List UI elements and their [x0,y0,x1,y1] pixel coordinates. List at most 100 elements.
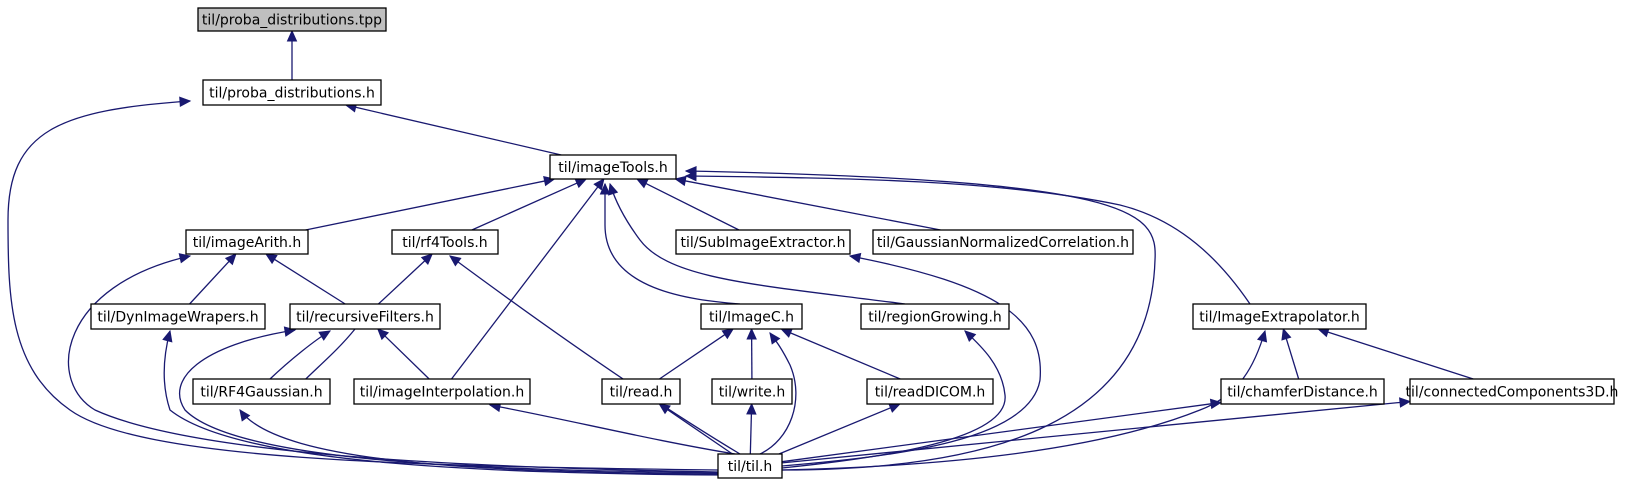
edge-line [749,412,753,455]
node-label: til/read.h [610,385,673,401]
node-box[interactable] [675,229,851,255]
node-readDICOM[interactable]: til/readDICOM.h [866,378,994,405]
node-dynWrapers[interactable]: til/DynImageWrapers.h [90,303,266,330]
edge-line [781,255,1042,467]
node-rf4Tools[interactable]: til/rf4Tools.h [391,229,499,255]
edge-arrowhead [599,182,611,195]
node-box[interactable] [391,229,499,255]
node-imageTools[interactable]: til/imageTools.h [549,154,677,180]
edge-imageTools-to-proba_h [344,102,562,156]
edge-line [789,331,901,380]
edge-arrowhead [286,29,298,42]
node-box[interactable] [711,378,793,405]
edge-til-to-subImage [781,252,1042,467]
node-rf4Gaussian[interactable]: til/RF4Gaussian.h [192,378,331,405]
node-imageExtrap[interactable]: til/ImageExtrapolator.h [1192,303,1367,330]
node-box[interactable] [90,303,266,330]
node-box[interactable] [197,7,387,32]
edge-imageInterp-to-imageTools [451,178,605,380]
edge-line [239,409,719,475]
edge-arrowhead [746,327,757,340]
edge-imageArith-to-imageTools [305,175,556,231]
edge-line [781,330,1006,469]
edge-line [1326,331,1474,380]
edge-til-to-connected [781,397,1412,464]
edge-imageExtrap-to-imageTools [684,170,1251,305]
edge-rf4Gaussian-to-recursive [269,330,332,380]
node-box[interactable] [1220,378,1385,405]
node-proba_tpp[interactable]: til/proba_distributions.tpp [197,7,387,32]
node-box[interactable] [601,378,681,405]
node-imageArith[interactable]: til/imageArith.h [185,229,309,255]
edge-line [377,259,426,305]
node-box[interactable] [289,303,441,330]
edge-connected-to-imageExtrap [1317,327,1474,380]
edge-arrowhead [674,175,687,187]
edge-readDICOM-to-imageC [780,328,901,380]
node-write[interactable]: til/write.h [711,378,793,405]
node-box[interactable] [185,229,309,255]
edge-til-to-rf4Gaussian [239,409,719,475]
edge-line [781,401,1402,464]
edge-arrowhead [780,328,793,338]
node-chamfer[interactable]: til/chamferDistance.h [1220,378,1385,405]
edge-til-to-rf4Tools [449,255,741,455]
node-box[interactable] [700,303,803,330]
edge-recursive-to-imageArith [264,253,346,305]
edge-gaussNorm-to-imageTools [674,175,941,231]
node-label: til/imageInterpolation.h [360,385,525,401]
edge-arrowhead [593,178,605,191]
edge-chamfer-to-imageExtrap [1281,327,1300,380]
node-box[interactable] [866,378,994,405]
node-box[interactable] [717,453,783,479]
node-box[interactable] [872,229,1134,255]
edge-arrowhead [635,178,649,189]
node-til[interactable]: til/til.h [717,453,783,479]
edge-arrowhead [239,409,251,422]
edges-layer [7,29,1474,476]
edge-line [666,408,733,455]
edge-arrowhead [318,330,332,341]
edge-arrowhead [162,329,173,343]
node-box[interactable] [860,303,1010,330]
edge-arrowhead [1399,397,1412,408]
edge-til-to-imageC [759,332,797,455]
edge-line [1285,337,1300,380]
edge-line [7,100,719,471]
node-box[interactable] [1192,303,1367,330]
node-box[interactable] [1409,378,1615,405]
edge-line [781,330,1266,471]
edge-arrowhead [964,330,977,343]
node-box[interactable] [549,154,677,180]
edge-arrowhead [376,328,390,341]
edge-til-to-write [746,402,757,455]
node-regionGrowing[interactable]: til/regionGrowing.h [860,303,1010,330]
edge-read-to-imageC [659,328,735,380]
node-label: til/RF4Gaussian.h [200,385,322,401]
node-box[interactable] [353,378,531,405]
edge-til-to-imageArith [67,253,719,473]
node-recursive[interactable]: til/recursiveFilters.h [289,303,441,330]
node-imageInterp[interactable]: til/imageInterpolation.h [353,378,531,405]
edge-til-to-imageExtrap [781,329,1268,471]
edge-write-to-imageC [746,327,757,380]
edge-line [684,180,941,231]
node-subImage[interactable]: til/SubImageExtractor.h [675,229,851,255]
node-imageC[interactable]: til/ImageC.h [700,303,803,330]
edge-regionGrowing-to-imageTools [608,182,906,305]
node-label: til/regionGrowing.h [868,310,1002,326]
node-box[interactable] [192,378,331,405]
node-box[interactable] [202,79,382,106]
edge-til-to-read [658,403,733,455]
edge-arrowhead [684,170,697,182]
node-proba_h[interactable]: til/proba_distributions.h [202,79,382,106]
edge-line [609,183,906,305]
node-connected[interactable]: til/connectedComponents3D.h [1406,378,1619,405]
edge-line [189,260,231,305]
edge-dynWrapers-to-imageArith [189,253,237,305]
node-label: til/til.h [728,459,773,475]
edge-line [179,329,719,474]
node-read[interactable]: til/read.h [601,378,681,405]
node-gaussNorm[interactable]: til/GaussianNormalizedCorrelation.h [872,229,1134,255]
